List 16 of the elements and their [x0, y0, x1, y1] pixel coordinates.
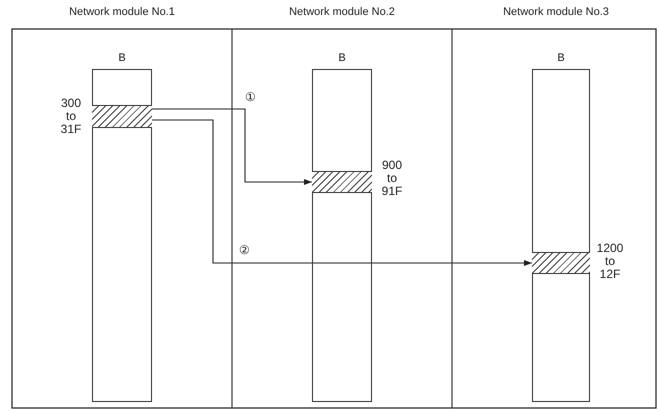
column-heading: B: [338, 52, 346, 64]
arrow: [152, 108, 312, 185]
module-heading: Network module No.3: [503, 6, 609, 18]
address-range: 900 to 91F: [380, 159, 404, 198]
column-heading: B: [118, 52, 126, 64]
hatched-block: [532, 252, 590, 274]
column-heading: B: [557, 52, 565, 64]
module-heading: Network module No.1: [69, 6, 175, 18]
address-range: 300 to 31F: [60, 97, 82, 136]
hatched-block: [92, 105, 152, 128]
edge-label: ②: [238, 243, 251, 257]
hatched-block: [312, 171, 372, 193]
module-heading: Network module No.2: [289, 6, 395, 18]
edge-label: ①: [244, 90, 257, 104]
address-range: 1200 to 12F: [596, 242, 624, 281]
arrow: [152, 119, 532, 266]
